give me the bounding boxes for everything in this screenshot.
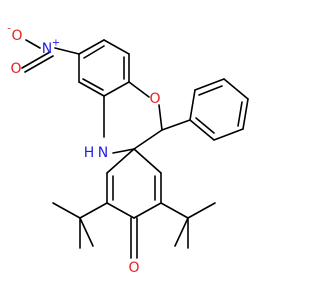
bond-ph2-inner [198, 85, 223, 96]
bond-right-spiro [133, 148, 162, 174]
bond-chph-phenyl [161, 119, 191, 131]
ring-nh-n-label: N [98, 145, 108, 161]
nitro-o-minus-label: O [11, 28, 22, 44]
bond-left-carbonyl [106, 202, 135, 219]
bond-ph3 [223, 78, 249, 100]
bond-nitro-n-o-minus [25, 39, 41, 49]
bond-ph4 [242, 98, 249, 130]
atom-labels: O - N + O O H N O [7, 24, 160, 277]
nitro-n-atom: N + [42, 38, 60, 58]
bond-ar5 [78, 81, 105, 97]
bond-ar1-inner [83, 45, 105, 59]
nitro-o-minus-charge: - [7, 24, 11, 35]
bond-ph6 [189, 119, 215, 141]
bond-right-tbu [160, 202, 189, 219]
bond-ph1 [189, 89, 196, 121]
bond-left-tbu-me1 [52, 202, 81, 219]
ketone-o-label: O [128, 260, 139, 276]
bond-ar1 [78, 39, 105, 55]
bond-carbonyl-right [133, 202, 162, 219]
bond-ph5 [213, 128, 244, 141]
ring-nh-h-label: H [84, 145, 95, 161]
bond-ar5-inner [82, 78, 104, 91]
ring-nh-atom: H N [84, 145, 109, 161]
bond-ar2 [103, 39, 130, 55]
molecule-structure: O - N + O O H N O [7, 24, 249, 277]
bond-spiro-nh [112, 148, 135, 154]
bond-aryl-o [128, 81, 150, 98]
nitro-o-minus-atom: O - [7, 24, 22, 45]
bond-ph6-inner [195, 117, 215, 134]
nitro-n-charge: + [52, 38, 60, 49]
bond-nitro-n-o-double-b [24, 55, 54, 73]
bond-right-tbu-me1 [187, 202, 216, 219]
bond-ph4-inner [237, 101, 243, 127]
bond-nitro-n-o-double-a [21, 51, 51, 69]
bond-chph-spiro [133, 129, 163, 150]
bond-spiro-left [106, 148, 135, 174]
bond-ph2 [194, 78, 225, 91]
bond-ar4 [103, 81, 130, 97]
bond-right-tbu-me3 [174, 217, 189, 247]
bonds [21, 39, 249, 259]
bond-left-tbu [79, 202, 108, 219]
nitro-n-label: N [42, 41, 52, 57]
ring-o-label: O [149, 91, 160, 107]
nitro-o-double-label: O [10, 61, 21, 77]
bond-nitro-n-aryl [54, 47, 80, 55]
bond-left-tbu-me3 [79, 217, 94, 247]
bond-o-chph [158, 104, 163, 131]
